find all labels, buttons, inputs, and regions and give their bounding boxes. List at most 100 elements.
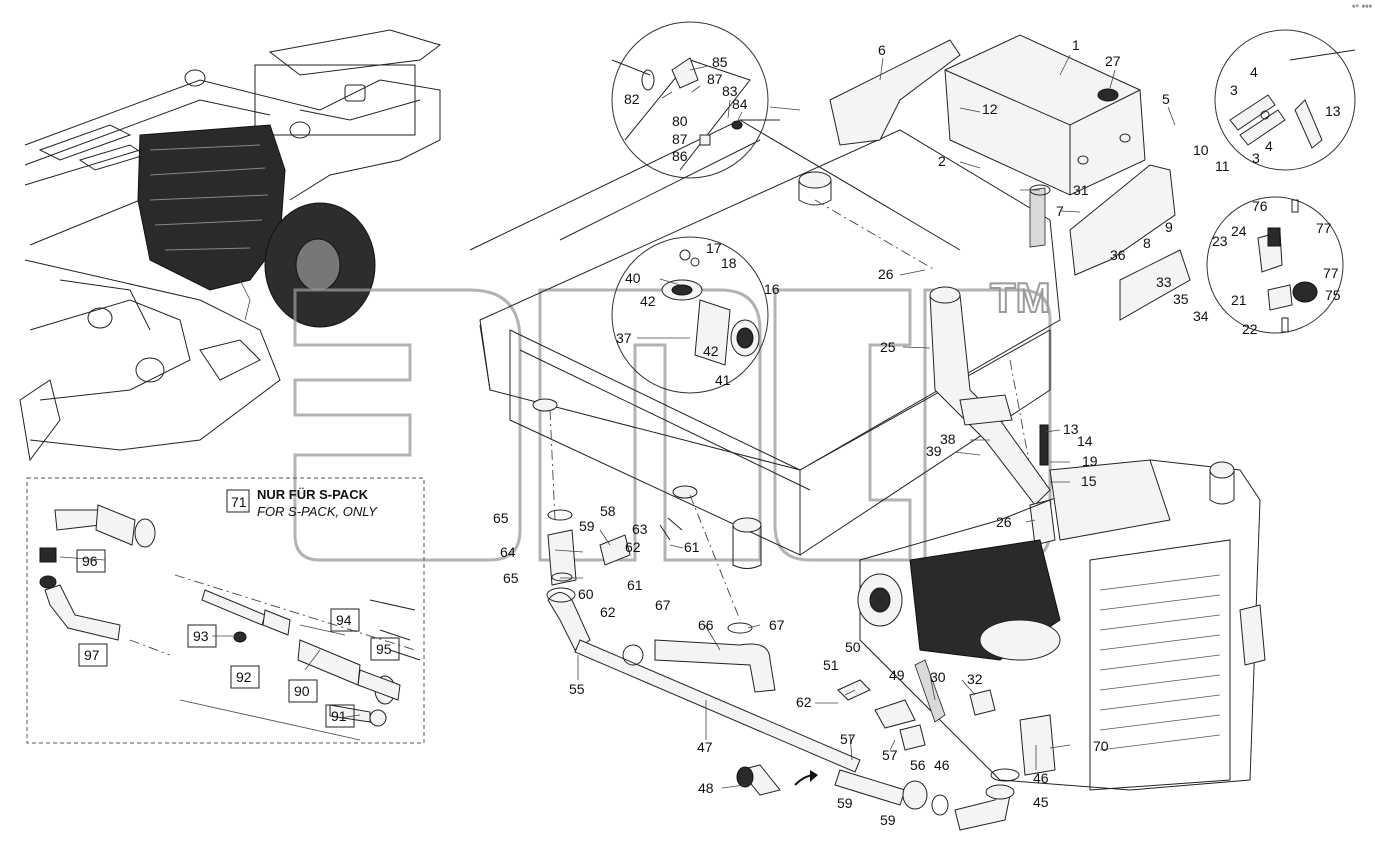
- part-label: 49: [889, 667, 905, 683]
- part-label: 62: [600, 604, 616, 620]
- engine-drawing: [857, 459, 1266, 791]
- part-label: 11: [1215, 158, 1230, 174]
- part-label: 55: [569, 681, 585, 697]
- part-label: 58: [600, 503, 616, 519]
- part-label: 23: [1212, 233, 1228, 249]
- part-label: 10: [1193, 142, 1209, 158]
- part-label: 8: [1143, 235, 1151, 251]
- part-label: 83: [722, 83, 738, 99]
- part-label: 62: [625, 539, 641, 555]
- part-label: 65: [493, 510, 509, 526]
- detail-circle-connector: [1206, 196, 1344, 334]
- part-label: 67: [769, 617, 785, 633]
- watermark-logo: TM: [293, 273, 1052, 562]
- detail-circle-hose: [1214, 29, 1356, 171]
- watermark-tm: TM: [990, 274, 1051, 321]
- pipes-drawing: [929, 286, 1056, 546]
- part-label: 4: [1250, 64, 1258, 80]
- part-label: 92: [236, 669, 252, 685]
- part-label: 61: [627, 577, 643, 593]
- part-label: 46: [934, 757, 950, 773]
- part-label: 77: [1316, 220, 1332, 236]
- part-label: 2: [938, 153, 946, 169]
- part-label: 96: [82, 553, 98, 569]
- part-label: 41: [715, 372, 731, 388]
- corner-mark: *° ***: [1352, 3, 1373, 13]
- part-label: 26: [996, 514, 1012, 530]
- part-label: 65: [503, 570, 519, 586]
- part-label: 94: [336, 612, 352, 628]
- part-label: 57: [882, 747, 898, 763]
- s-pack-inset: 71 NUR FÜR S-PACK FOR S-PACK, ONLY: [26, 477, 425, 744]
- part-label: 19: [1082, 453, 1098, 469]
- part-label: 70: [1093, 738, 1109, 754]
- detail-circle-clamp: [611, 21, 769, 179]
- part-label: 51: [823, 657, 839, 673]
- part-label: 95: [376, 641, 392, 657]
- part-label: 59: [579, 518, 595, 534]
- part-label: 82: [624, 91, 640, 107]
- part-label: 90: [294, 683, 310, 699]
- part-label: 33: [1156, 274, 1172, 290]
- part-label: 3: [1252, 150, 1260, 166]
- part-label: 66: [698, 617, 714, 633]
- part-label: 75: [1325, 287, 1341, 303]
- part-label: 12: [982, 101, 998, 117]
- part-label: 38: [940, 431, 956, 447]
- part-label: 45: [1033, 794, 1049, 810]
- part-label: 62: [796, 694, 812, 710]
- part-label: 61: [684, 539, 700, 555]
- expansion-tank-drawing: [829, 34, 1191, 321]
- part-label: 40: [625, 270, 641, 286]
- part-label: 47: [697, 739, 713, 755]
- detail-circle-flange: [611, 236, 769, 394]
- part-label: 50: [845, 639, 861, 655]
- part-label: 77: [1323, 265, 1339, 281]
- part-label: 59: [837, 795, 853, 811]
- part-label: 42: [640, 293, 656, 309]
- part-label: 46: [1033, 770, 1049, 786]
- part-label: 48: [698, 780, 714, 796]
- part-label: 7: [1056, 203, 1064, 219]
- part-label: 16: [764, 281, 780, 297]
- part-label: 22: [1242, 321, 1258, 337]
- part-label: 21: [1231, 292, 1247, 308]
- part-labels: 1 27 6 85 87 83 84 82 80 87 86 12 5 3 4 …: [82, 37, 1341, 828]
- part-label: 18: [721, 255, 737, 271]
- part-label: 13: [1063, 421, 1079, 437]
- part-label: 56: [910, 757, 926, 773]
- note-subtitle: FOR S-PACK, ONLY: [257, 504, 378, 519]
- part-label: 24: [1231, 223, 1247, 239]
- part-label: 4: [1265, 138, 1273, 154]
- part-label: 37: [616, 330, 632, 346]
- part-label: 80: [672, 113, 688, 129]
- part-label: 64: [500, 544, 516, 560]
- part-label: 6: [878, 42, 886, 58]
- part-label: 60: [578, 586, 594, 602]
- part-label: 67: [655, 597, 671, 613]
- part-label: 59: [880, 812, 896, 828]
- part-label: 25: [880, 339, 896, 355]
- part-label: 17: [706, 240, 722, 256]
- part-label: 35: [1173, 291, 1189, 307]
- part-label: 32: [967, 671, 983, 687]
- note-ref-number: 71: [231, 494, 247, 510]
- leader-lines: [59, 54, 1176, 789]
- part-label: 42: [703, 343, 719, 359]
- part-label: 84: [732, 96, 748, 112]
- part-label: 15: [1081, 473, 1097, 489]
- part-label: 91: [331, 708, 347, 724]
- part-label: 93: [193, 628, 209, 644]
- part-label: 76: [1252, 198, 1268, 214]
- part-label: 85: [712, 54, 728, 70]
- part-label: 86: [672, 148, 688, 164]
- part-label: 26: [878, 266, 894, 282]
- part-label: 30: [930, 669, 946, 685]
- part-label: 13: [1325, 103, 1341, 119]
- main-frame-drawing: [469, 119, 1061, 621]
- part-label: 14: [1077, 433, 1093, 449]
- part-label: 87: [672, 131, 688, 147]
- note-title: NUR FÜR S-PACK: [257, 487, 369, 502]
- part-label: 97: [84, 647, 100, 663]
